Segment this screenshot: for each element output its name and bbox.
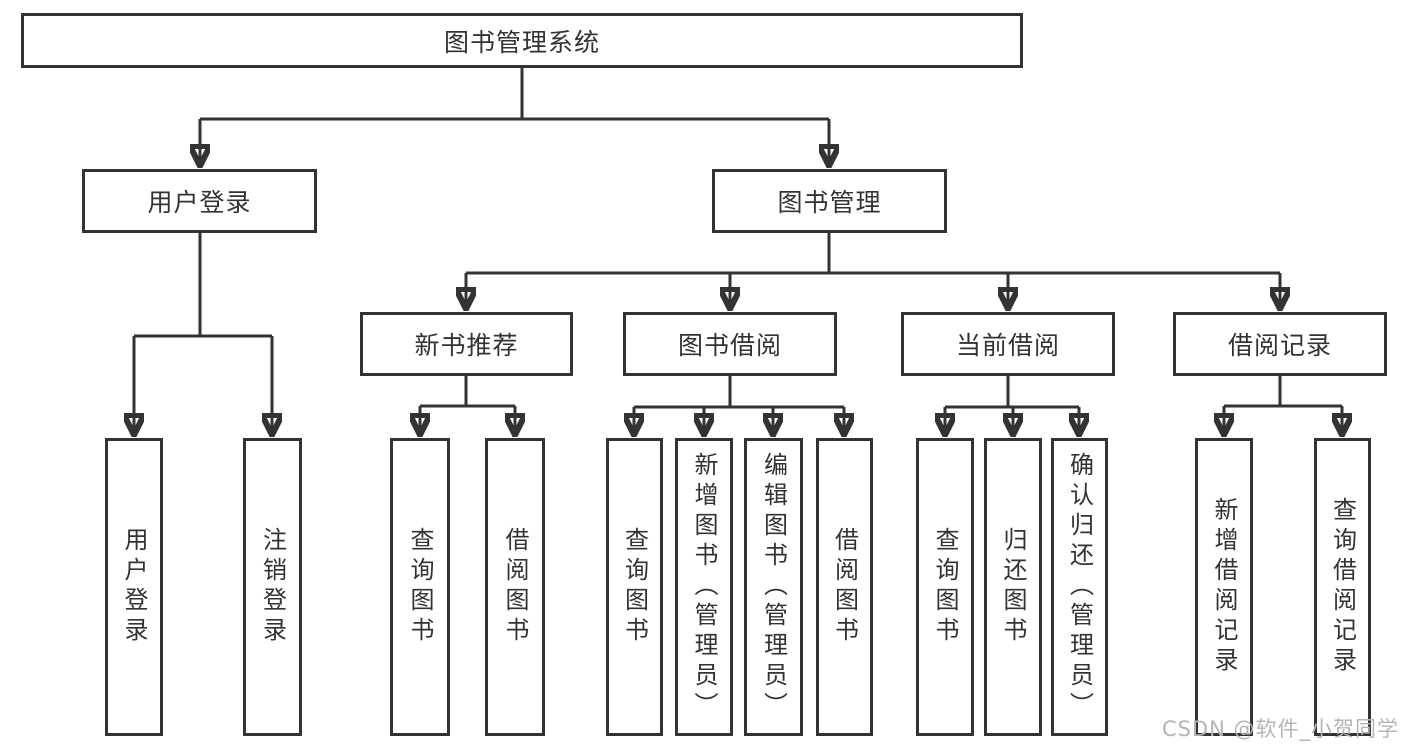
node-user-login: 用户登录 — [82, 169, 317, 233]
leaf-label: 注销登录 — [258, 527, 287, 647]
node-new-book-rec-label: 新书推荐 — [414, 331, 519, 360]
leaf-label: 用户登录 — [120, 527, 148, 647]
leaf-label: 新增借阅记录 — [1210, 497, 1238, 677]
node-leaf-query-books-current: 查询图书 — [916, 438, 974, 736]
leaf-label: 新增图书（管理员） — [690, 452, 718, 722]
node-root-label: 图书管理系统 — [443, 27, 600, 57]
leaf-label: 查询图书 — [620, 527, 649, 647]
leaf-label: 归还图书 — [999, 527, 1027, 647]
csdn-watermark: CSDN @软件_小贺同学 — [1161, 717, 1399, 741]
node-root: 图书管理系统 — [21, 13, 1023, 68]
leaf-label: 查询图书 — [931, 527, 959, 647]
leaf-label: 查询图书 — [406, 527, 434, 647]
node-leaf-confirm-return-admin: 确认归还（管理员） — [1051, 438, 1108, 736]
leaf-label: 确认归还（管理员） — [1065, 452, 1094, 722]
node-leaf-query-books-borrow: 查询图书 — [606, 438, 663, 736]
node-leaf-borrow-books-rec: 借阅图书 — [485, 438, 545, 736]
node-leaf-edit-books-admin: 编辑图书（管理员） — [744, 438, 803, 736]
node-leaf-return-books: 归还图书 — [984, 438, 1042, 736]
node-current-borrow: 当前借阅 — [901, 312, 1115, 376]
leaf-label: 编辑图书（管理员） — [759, 452, 788, 722]
node-borrow-records: 借阅记录 — [1173, 312, 1387, 376]
node-leaf-user-login: 用户登录 — [105, 438, 163, 736]
node-leaf-add-books-admin: 新增图书（管理员） — [675, 438, 733, 736]
node-leaf-query-books-rec: 查询图书 — [390, 438, 450, 736]
node-book-borrow-label: 图书借阅 — [677, 331, 782, 360]
node-leaf-logout: 注销登录 — [243, 438, 302, 736]
node-borrow-records-label: 借阅记录 — [1227, 331, 1332, 360]
node-leaf-add-borrow-record: 新增借阅记录 — [1195, 438, 1253, 736]
leaf-label: 查询借阅记录 — [1328, 497, 1357, 677]
node-leaf-query-borrow-record: 查询借阅记录 — [1314, 438, 1371, 736]
leaf-label: 借阅图书 — [830, 527, 859, 647]
node-book-mgmt: 图书管理 — [712, 169, 947, 233]
node-user-login-label: 用户登录 — [147, 188, 252, 217]
node-current-borrow-label: 当前借阅 — [955, 331, 1060, 360]
leaf-label: 借阅图书 — [501, 527, 529, 647]
node-new-book-rec: 新书推荐 — [360, 312, 573, 376]
node-leaf-borrow-books: 借阅图书 — [816, 438, 873, 736]
node-book-borrow: 图书借阅 — [623, 312, 837, 376]
node-book-mgmt-label: 图书管理 — [777, 188, 882, 217]
